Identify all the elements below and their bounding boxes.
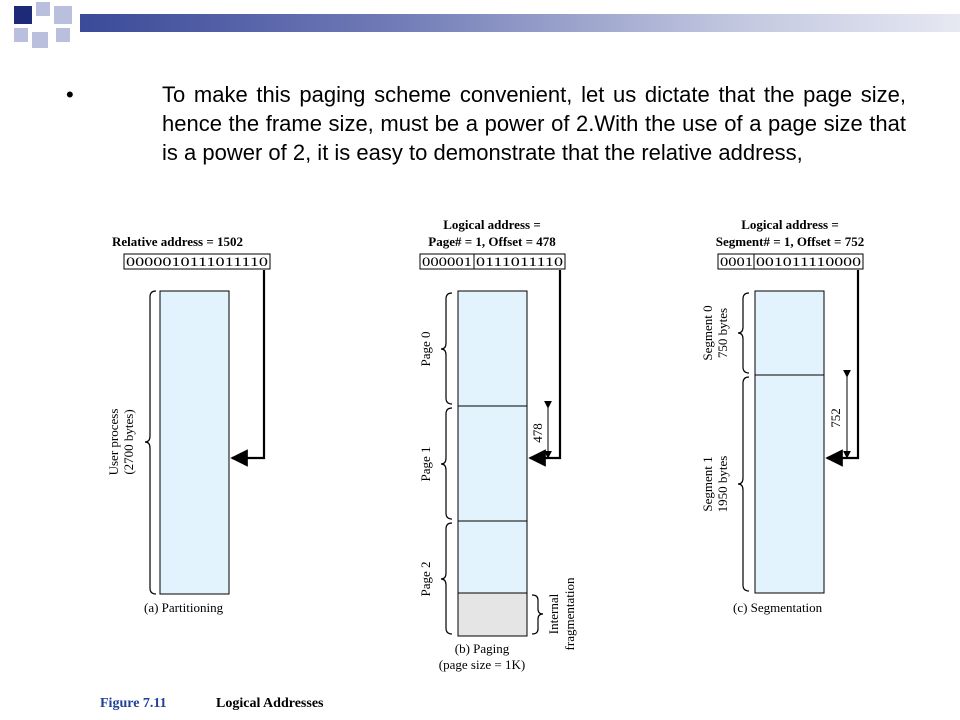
bullet-marker: • <box>66 82 74 107</box>
paging-offset-label: 478 <box>530 423 545 443</box>
segment-0-block <box>754 290 825 376</box>
paging-bits-offset: 0111011110 <box>476 255 563 269</box>
segment-1-block <box>754 374 825 594</box>
segmentation-caption: (c) Segmentation <box>733 600 823 615</box>
paging-header-line2: Page# = 1, Offset = 478 <box>428 234 556 249</box>
partitioning-bits-box <box>123 253 271 270</box>
paging-bits-box <box>419 253 566 270</box>
internal-fragment-block <box>457 592 528 637</box>
paging-header-line1: Logical address = <box>443 217 540 232</box>
decor-square-5 <box>32 32 48 48</box>
segment-0-brace <box>737 292 750 374</box>
paging-bits-page: 000001 <box>422 255 472 269</box>
segmentation-panel: Logical address = Segment# = 1, Offset =… <box>700 217 864 615</box>
segment-1-size: 1950 bytes <box>715 456 730 513</box>
segment-1-name: Segment 1 <box>700 456 715 511</box>
paging-panel: Logical address = Page# = 1, Offset = 47… <box>418 217 577 672</box>
page-1-brace <box>440 407 453 520</box>
partitioning-caption: (a) Partitioning <box>144 600 224 615</box>
user-process-brace <box>144 290 157 595</box>
page-1-label: Page 1 <box>418 446 433 481</box>
segmentation-bits-offset: 001011110000 <box>756 255 861 269</box>
partitioning-header: Relative address = 1502 <box>112 234 243 249</box>
segmentation-header-line1: Logical address = <box>741 217 838 232</box>
decor-square-1 <box>14 6 32 24</box>
segment-1-brace <box>737 376 750 592</box>
decor-title-bar <box>80 14 960 32</box>
user-process-block <box>159 290 230 595</box>
page-0-brace <box>440 292 453 405</box>
segmentation-header-line2: Segment# = 1, Offset = 752 <box>716 234 864 249</box>
user-process-label: User process <box>106 409 121 476</box>
page-2-label: Page 2 <box>418 561 433 596</box>
partitioning-panel: Relative address = 1502 0000010111011110… <box>106 234 271 615</box>
page-1-block <box>457 405 528 522</box>
paging-caption-line2: (page size = 1K) <box>439 657 525 672</box>
fragment-label-line2: fragmentation <box>562 577 577 650</box>
figure-caption-label: Figure 7.11 <box>100 696 167 711</box>
page-0-label: Page 0 <box>418 331 433 366</box>
decor-square-3 <box>54 6 72 24</box>
paging-caption-line1: (b) Paging <box>455 641 510 656</box>
segment-0-size: 750 bytes <box>715 308 730 358</box>
segmentation-arrow <box>825 270 860 467</box>
figure-caption-title: Logical Addresses <box>216 696 324 711</box>
page-2-brace <box>440 522 453 635</box>
paging-arrow <box>528 270 562 467</box>
fragment-brace <box>531 594 544 635</box>
decor-square-6 <box>56 28 70 42</box>
segment-0-name: Segment 0 <box>700 305 715 360</box>
segmentation-bits-segment: 0001 <box>720 255 753 269</box>
user-process-size: (2700 bytes) <box>121 409 136 474</box>
segmentation-offset-label: 752 <box>828 408 843 428</box>
partitioning-bits: 0000010111011110 <box>126 255 268 269</box>
page-2-block <box>457 520 528 594</box>
partitioning-arrow <box>230 270 266 467</box>
fragment-label-line1: Internal <box>546 593 561 634</box>
segmentation-bits-box <box>717 253 864 270</box>
page-0-block <box>457 290 528 407</box>
bullet-paragraph: To make this paging scheme convenient, l… <box>162 82 906 165</box>
decor-square-2 <box>36 2 50 16</box>
decor-square-4 <box>14 28 28 42</box>
